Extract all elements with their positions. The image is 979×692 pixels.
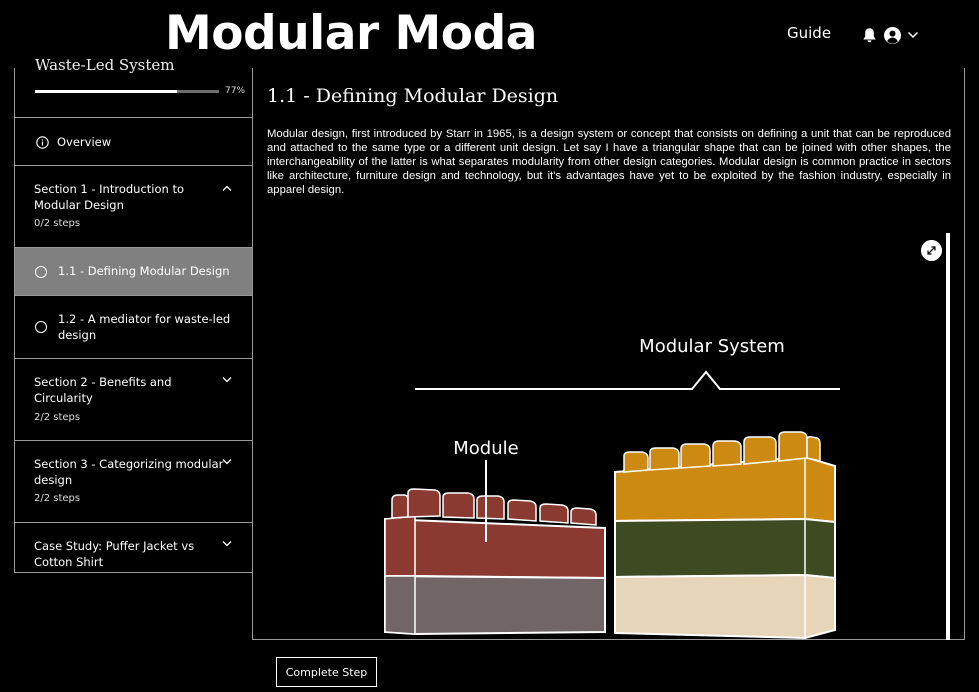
lesson-1-2-label: 1.2 - A mediator for waste-led design (58, 312, 231, 342)
course-progress-fill (35, 90, 177, 93)
lesson-1-1-label: 1.1 - Defining Modular Design (58, 264, 230, 278)
course-progress-label: 77% (225, 86, 246, 96)
system-tabs (623, 431, 821, 473)
course-progress-bar (35, 90, 219, 93)
chevron-down-icon[interactable] (221, 540, 233, 548)
section-2-title: Section 2 - Benefits and Circularity (34, 375, 172, 405)
module-tabs (391, 488, 597, 526)
sidebar-section-2[interactable]: Section 2 - Benefits and Circularity 2/2… (15, 358, 252, 440)
info-icon (36, 136, 49, 149)
system-bracket (415, 370, 840, 390)
lesson-status-icon (35, 266, 47, 278)
bell-icon[interactable] (862, 27, 877, 43)
course-sidebar: Waste-Led System 77% Overview Section 1 … (14, 56, 253, 573)
section-3-title: Section 3 - Categorizing modular design (34, 457, 224, 487)
section-1-steps: 0/2 steps (34, 218, 81, 229)
chevron-down-icon[interactable] (221, 376, 233, 384)
expand-icon[interactable] (921, 240, 942, 261)
content-divider (252, 68, 253, 640)
chevron-down-icon[interactable] (907, 30, 919, 40)
user-avatar-icon[interactable] (884, 27, 901, 44)
lesson-body-text: Modular design, first introduced by Star… (267, 128, 951, 196)
section-2-steps: 2/2 steps (34, 412, 81, 423)
module-label: Module (453, 438, 518, 459)
page-title: 1.1 - Defining Modular Design (267, 85, 559, 107)
content-divider-right (964, 68, 965, 640)
sidebar-section-1[interactable]: Section 1 - Introduction to Modular Desi… (15, 165, 252, 247)
modular-system-label: Modular System (639, 336, 785, 357)
case-study-title: Case Study: Puffer Jacket vs Cotton Shir… (34, 539, 195, 569)
lesson-status-icon (35, 321, 47, 333)
sidebar-lesson-1-1[interactable]: 1.1 - Defining Modular Design (15, 247, 252, 295)
chevron-down-icon[interactable] (221, 458, 233, 466)
system-block (614, 431, 836, 640)
course-name: Waste-Led System (35, 56, 175, 74)
section-3-steps: 2/2 steps (34, 493, 81, 504)
section-1-title: Section 1 - Introduction to Modular Desi… (34, 182, 184, 212)
brand-logo[interactable]: Modular Moda (165, 6, 537, 61)
complete-step-button[interactable]: Complete Step (276, 657, 377, 687)
nav-guide-link[interactable]: Guide (787, 24, 832, 42)
sidebar-item-overview[interactable]: Overview (15, 117, 252, 165)
module-block (384, 460, 606, 636)
content-scrollbar[interactable] (946, 233, 950, 640)
modular-system-illustration: Modular System Module (384, 336, 840, 640)
sidebar-section-3[interactable]: Section 3 - Categorizing modular design … (15, 440, 252, 522)
chevron-up-icon[interactable] (221, 184, 233, 192)
sidebar-case-study[interactable]: Case Study: Puffer Jacket vs Cotton Shir… (15, 522, 252, 573)
content-divider-bottom (252, 639, 965, 640)
sidebar-lesson-1-2[interactable]: 1.2 - A mediator for waste-led design (15, 295, 252, 358)
sidebar-overview-label: Overview (57, 135, 112, 149)
